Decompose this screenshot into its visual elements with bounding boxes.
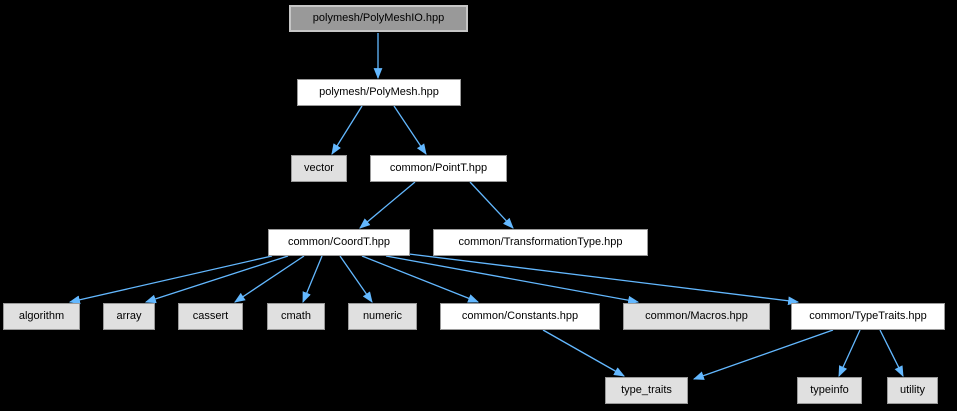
graph-node-numeric: numeric [348, 303, 417, 330]
edge-coordt-to-algorithm [68, 255, 273, 305]
graph-node-cmath: cmath [267, 303, 325, 330]
graph-node-typetraits_hpp[interactable]: common/TypeTraits.hpp [791, 303, 945, 330]
edge-polymesh-to-vector [331, 105, 363, 155]
edge-coordt-to-constants [361, 255, 480, 303]
graph-node-constants[interactable]: common/Constants.hpp [440, 303, 600, 330]
edge-coordt-to-typetraits_hpp [408, 253, 800, 306]
graph-node-pointt[interactable]: common/PointT.hpp [370, 155, 507, 182]
graph-node-vector: vector [291, 155, 347, 182]
edge-coordt-to-macros [385, 255, 640, 305]
edge-polymesh-to-pointt [393, 105, 427, 155]
graph-node-transformationtype[interactable]: common/TransformationType.hpp [433, 229, 648, 256]
edge-coordt-to-cmath [302, 255, 323, 304]
graph-node-polymesh[interactable]: polymesh/PolyMesh.hpp [297, 79, 461, 106]
graph-node-algorithm: algorithm [3, 303, 80, 330]
edge-coordt-to-numeric [339, 255, 373, 303]
graph-node-array: array [103, 303, 155, 330]
edge-coordt-to-cassert [234, 255, 305, 303]
graph-node-cassert: cassert [178, 303, 243, 330]
edge-typetraits_hpp-to-utility [879, 329, 904, 377]
graph-node-typeinfo: typeinfo [797, 377, 862, 404]
edge-coordt-to-array [144, 255, 289, 304]
edge-typetraits_hpp-to-typeinfo [838, 329, 861, 378]
edge-typetraits_hpp-to-type_traits [692, 329, 834, 380]
edge-pointt-to-coordt [359, 181, 416, 229]
graph-node-polymeshio: polymesh/PolyMeshIO.hpp [289, 5, 468, 32]
edge-constants-to-type_traits [542, 329, 625, 377]
graph-node-macros: common/Macros.hpp [623, 303, 770, 330]
edge-pointt-to-transformationtype [469, 181, 514, 229]
graph-node-type_traits: type_traits [605, 377, 688, 404]
graph-node-coordt[interactable]: common/CoordT.hpp [268, 229, 410, 256]
graph-node-utility: utility [887, 377, 938, 404]
